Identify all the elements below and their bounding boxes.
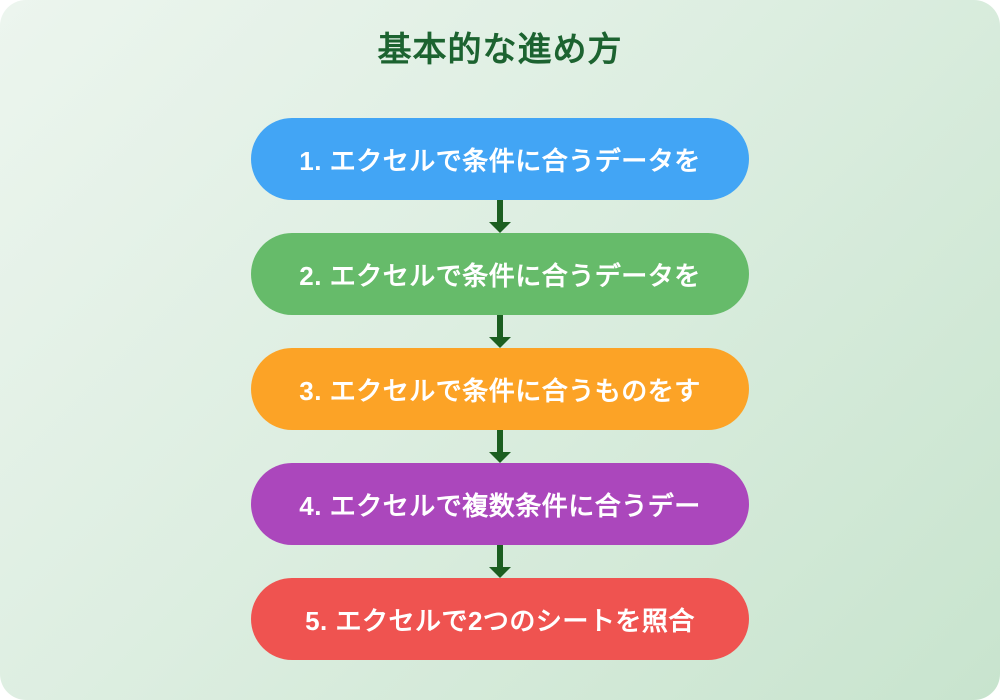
flow-column: 1. エクセルで条件に合うデータを 2. エクセルで条件に合うデータを 3. エ…: [251, 118, 749, 660]
step-label-1: 1. エクセルで条件に合うデータを: [299, 145, 701, 176]
arrow-down-1: [489, 200, 511, 233]
arrow-head-icon: [489, 567, 511, 578]
step-label-2: 2. エクセルで条件に合うデータを: [299, 260, 701, 291]
step-label-5: 5. エクセルで2つのシートを照合: [305, 605, 695, 636]
arrow-line-icon: [497, 430, 503, 452]
step-pill-4: 4. エクセルで複数条件に合うデー: [251, 463, 749, 545]
step-pill-2: 2. エクセルで条件に合うデータを: [251, 233, 749, 315]
step-pill-1: 1. エクセルで条件に合うデータを: [251, 118, 749, 200]
arrow-line-icon: [497, 315, 503, 337]
arrow-head-icon: [489, 452, 511, 463]
arrow-down-4: [489, 545, 511, 578]
page-title: 基本的な進め方: [377, 31, 623, 69]
step-label-3: 3. エクセルで条件に合うものをす: [299, 375, 701, 406]
arrow-down-3: [489, 430, 511, 463]
step-pill-3: 3. エクセルで条件に合うものをす: [251, 348, 749, 430]
arrow-line-icon: [497, 200, 503, 222]
arrow-down-2: [489, 315, 511, 348]
step-pill-5: 5. エクセルで2つのシートを照合: [251, 578, 749, 660]
arrow-head-icon: [489, 337, 511, 348]
arrow-line-icon: [497, 545, 503, 567]
step-label-4: 4. エクセルで複数条件に合うデー: [299, 490, 701, 521]
arrow-head-icon: [489, 222, 511, 233]
